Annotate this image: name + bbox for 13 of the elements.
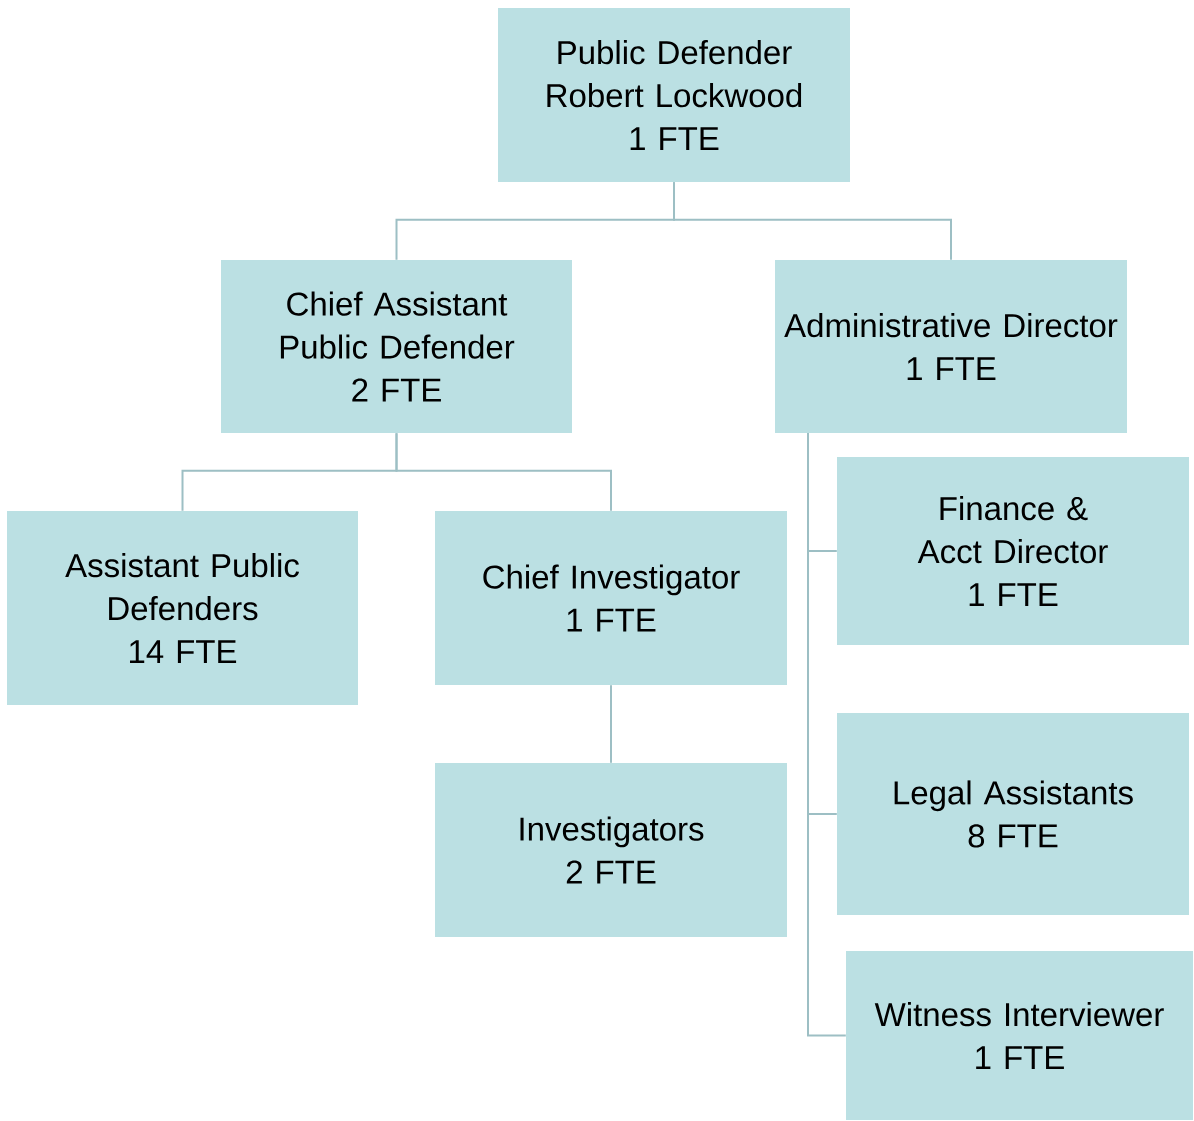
position-box: Administrative Director 1 FTE [775, 260, 1127, 433]
position-box: Finance & Acct Director 1 FTE [837, 457, 1189, 645]
position-box: Assistant Public Defenders 14 FTE [7, 511, 358, 705]
connector-line [395, 432, 612, 512]
connector-line [807, 432, 847, 1037]
position-box: Chief Investigator 1 FTE [435, 511, 787, 685]
position-box: Investigators 2 FTE [435, 763, 787, 937]
position-box: Chief Assistant Public Defender 2 FTE [221, 260, 572, 433]
position-box: Witness Interviewer 1 FTE [846, 951, 1193, 1120]
connector-line [610, 684, 612, 764]
position-box: Legal Assistants 8 FTE [837, 713, 1189, 915]
position-box: Public Defender Robert Lockwood 1 FTE [498, 8, 850, 182]
connector-line [673, 181, 952, 261]
